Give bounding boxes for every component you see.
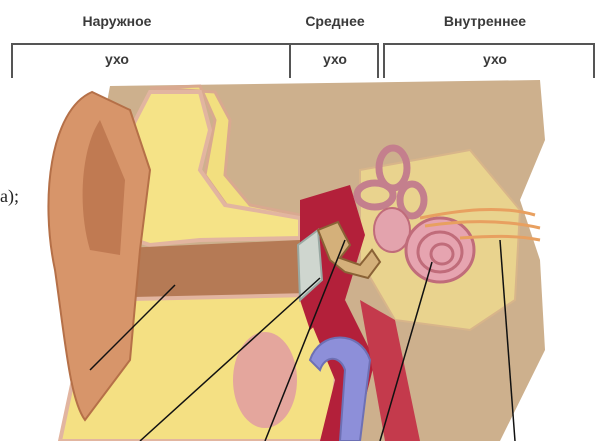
outer-ear-bracket: [12, 44, 290, 78]
soft-tissue: [233, 332, 297, 428]
vestibule: [374, 208, 410, 252]
middle-ear-bracket: [290, 44, 378, 78]
region-brackets: [12, 44, 594, 78]
inner-ear-bracket: [384, 44, 594, 78]
cochlea: [406, 218, 474, 282]
